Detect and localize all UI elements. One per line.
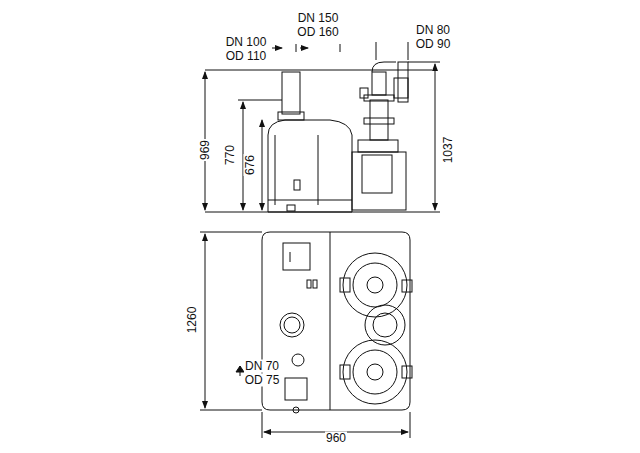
dimension-label: OD 110 bbox=[225, 50, 267, 63]
dimension-label: 676 bbox=[244, 154, 257, 176]
dimension-label: OD 75 bbox=[244, 374, 281, 387]
dimension-label: OD 90 bbox=[415, 38, 452, 51]
dimension-label: OD 160 bbox=[296, 26, 339, 39]
dimension-label: 969 bbox=[199, 139, 212, 161]
dimension-label: 960 bbox=[325, 432, 347, 445]
dimension-label: DN 80 bbox=[415, 24, 451, 37]
dimension-label: 1037 bbox=[442, 136, 455, 165]
dimension-label: DN 70 bbox=[244, 360, 280, 373]
dimension-label: 1260 bbox=[186, 306, 199, 335]
dimension-label: 770 bbox=[224, 144, 237, 166]
dimension-label: DN 150 bbox=[297, 12, 340, 25]
dimension-label: DN 100 bbox=[225, 36, 268, 49]
